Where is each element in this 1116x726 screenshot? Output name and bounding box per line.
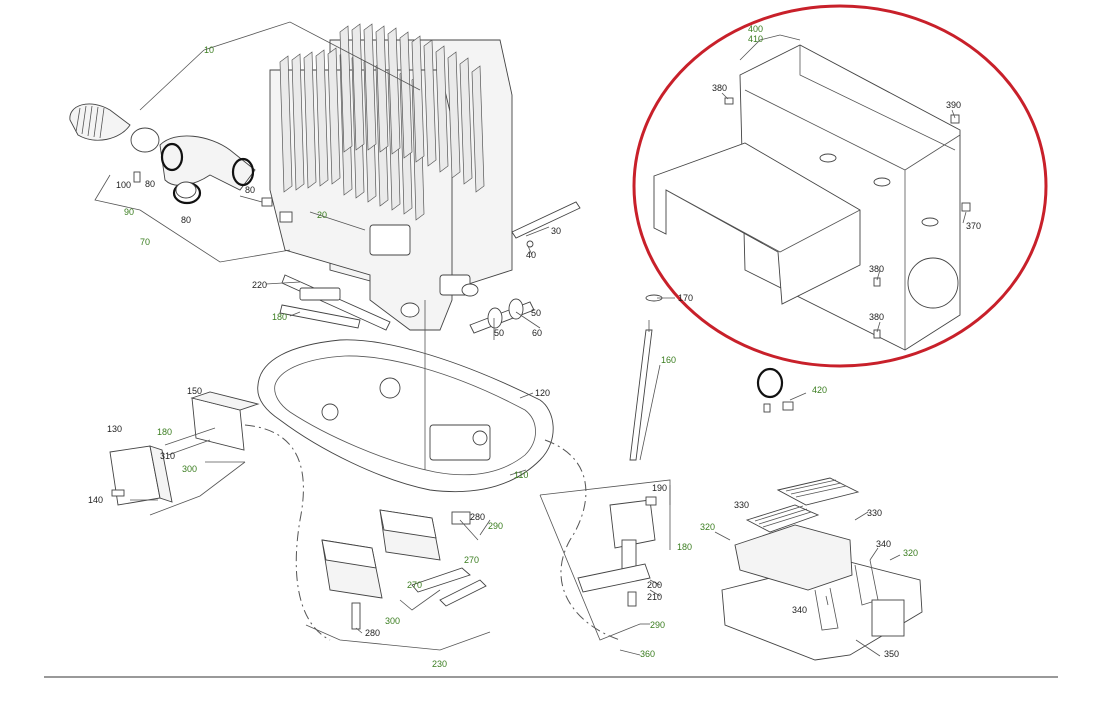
gas-hose-dashed [244, 424, 621, 641]
flue-intake-assembly [69, 103, 293, 223]
label-380c: 380 [869, 312, 884, 322]
label-20: 20 [317, 210, 327, 220]
label-300a: 300 [182, 464, 197, 474]
burner-assembly [321, 509, 487, 630]
cover-enclosure [653, 44, 971, 351]
label-270b: 270 [407, 580, 422, 590]
label-290a: 290 [488, 521, 503, 531]
label-180b: 180 [157, 427, 172, 437]
label-390: 390 [946, 100, 961, 110]
seal-ring-420 [756, 367, 794, 413]
highlight-circle [632, 4, 1048, 368]
label-80b: 80 [245, 185, 255, 195]
label-130: 130 [107, 424, 122, 434]
label-180a: 180 [272, 312, 287, 322]
label-280a: 280 [470, 512, 485, 522]
part-labels: 10 20 30 40 50 50 60 70 80 80 80 90 100 … [88, 24, 981, 669]
label-70: 70 [140, 237, 150, 247]
label-60: 60 [532, 328, 542, 338]
label-280b: 280 [365, 628, 380, 638]
bracket-30 [511, 201, 581, 248]
label-40: 40 [526, 250, 536, 260]
label-320a: 320 [700, 522, 715, 532]
gas-valve [577, 496, 657, 607]
label-80c: 80 [181, 215, 191, 225]
label-30: 30 [551, 226, 561, 236]
label-220: 220 [252, 280, 267, 290]
base-plate [257, 300, 554, 493]
label-210: 210 [647, 592, 662, 602]
label-420: 420 [812, 385, 827, 395]
label-380a: 380 [712, 83, 727, 93]
label-90: 90 [124, 207, 134, 217]
burner-tubes [279, 274, 391, 331]
label-50b: 50 [494, 328, 504, 338]
label-200: 200 [647, 580, 662, 590]
tray-assembly [721, 477, 923, 661]
label-300b: 300 [385, 616, 400, 626]
leader-lines [94, 21, 967, 657]
label-10: 10 [204, 45, 214, 55]
label-120: 120 [535, 388, 550, 398]
label-360: 360 [640, 649, 655, 659]
label-80a: 80 [145, 179, 155, 189]
label-320b: 320 [903, 548, 918, 558]
label-330a: 330 [734, 500, 749, 510]
label-140: 140 [88, 495, 103, 505]
label-150: 150 [187, 386, 202, 396]
connector-pipes [469, 298, 535, 334]
label-230: 230 [432, 659, 447, 669]
label-100: 100 [116, 180, 131, 190]
label-340a: 340 [876, 539, 891, 549]
label-330b: 330 [867, 508, 882, 518]
label-290b: 290 [650, 620, 665, 630]
label-180c: 180 [677, 542, 692, 552]
electronics-box [109, 391, 260, 506]
label-160: 160 [661, 355, 676, 365]
heat-exchanger-assembly [269, 23, 513, 331]
label-310: 310 [160, 451, 175, 461]
label-170: 170 [678, 293, 693, 303]
label-50a: 50 [531, 308, 541, 318]
label-270a: 270 [464, 555, 479, 565]
label-370: 370 [966, 221, 981, 231]
label-350: 350 [884, 649, 899, 659]
label-400: 400 [748, 24, 763, 34]
label-190: 190 [652, 483, 667, 493]
label-110: 110 [514, 470, 528, 480]
label-340b: 340 [792, 605, 807, 615]
label-380b: 380 [869, 264, 884, 274]
label-410: 410 [748, 34, 763, 44]
